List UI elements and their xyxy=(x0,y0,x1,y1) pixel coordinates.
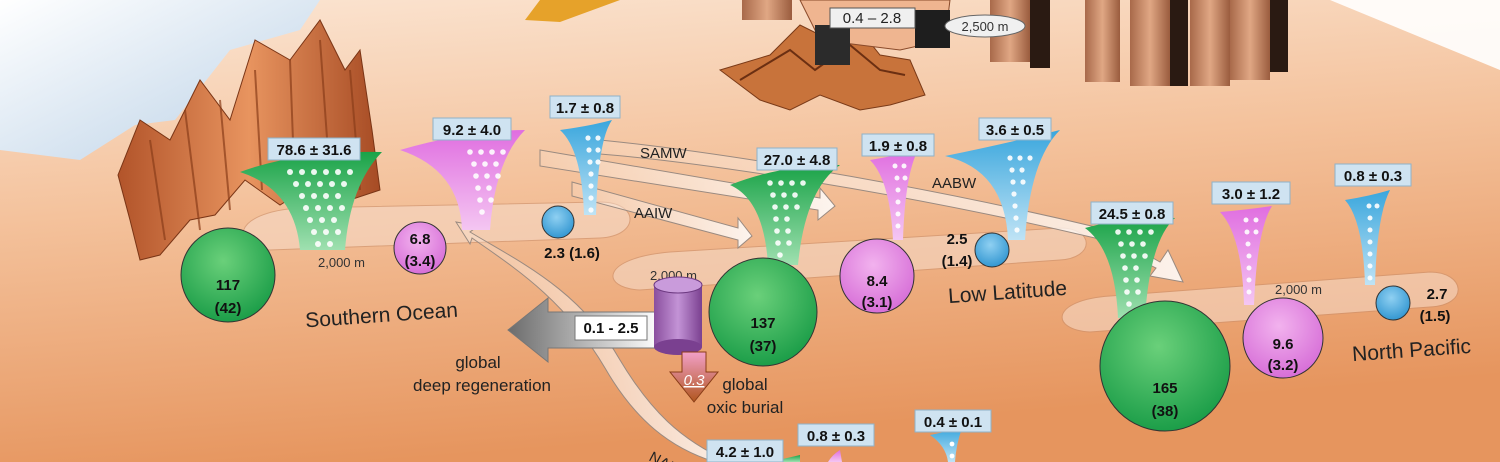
so-pink-pool-value: 6.8 xyxy=(410,231,431,248)
regeneration-label-line2: deep regeneration xyxy=(413,376,551,395)
na-green-flux: 4.2 ± 1.0 xyxy=(716,444,774,461)
ll-green-flux: 27.0 ± 4.8 xyxy=(764,152,831,169)
samw-label: SAMW xyxy=(640,145,688,162)
ll-blue-pool: 2.5 (1.4) xyxy=(942,231,1010,270)
np-green-pool: 165 (38) xyxy=(1099,300,1231,432)
so-blue-pool-value: 2.3 (1.6) xyxy=(544,245,600,262)
shelf-flux-value: 0.4 – 2.8 xyxy=(843,10,901,27)
np-pink-flux: 3.0 ± 1.2 xyxy=(1222,186,1280,203)
np-pink-pool: 9.6 (3.2) xyxy=(1242,297,1324,379)
so-pink-funnel xyxy=(400,130,525,230)
so-pink-pool-paren: (3.4) xyxy=(405,253,436,270)
ll-pink-pool-value: 8.4 xyxy=(867,273,889,290)
np-pink-funnel xyxy=(1220,206,1272,305)
np-green-funnel xyxy=(1085,217,1175,318)
np-pink-pool-paren: (3.2) xyxy=(1268,357,1299,374)
oxic-burial-arrow: 0.3 xyxy=(668,351,720,403)
so-green-pool-paren: (42) xyxy=(215,300,242,317)
np-blue-funnel xyxy=(1345,190,1390,285)
regeneration-flux-value: 0.1 - 2.5 xyxy=(583,320,638,337)
ll-pink-pool-paren: (3.1) xyxy=(862,294,893,311)
ll-blue-pool-value: 2.5 xyxy=(947,231,968,248)
ll-pink-pool: 8.4 (3.1) xyxy=(839,238,915,314)
burial-flux-value: 0.3 xyxy=(684,372,706,389)
so-blue-pool: 2.3 (1.6) xyxy=(541,205,600,262)
burial-label-line2: oxic burial xyxy=(707,398,784,417)
np-blue-pool-paren: (1.5) xyxy=(1420,308,1451,325)
burial-label-line1: global xyxy=(722,375,767,394)
ll-green-pool-paren: (37) xyxy=(750,338,777,355)
ll-pink-funnel xyxy=(870,150,918,240)
southern-ocean-cliff xyxy=(117,19,381,261)
background-corner xyxy=(1330,0,1500,70)
na-pink-flux: 0.8 ± 0.3 xyxy=(807,428,865,445)
so-green-funnel xyxy=(240,151,382,250)
np-green-pool-value: 165 xyxy=(1152,380,1177,397)
aaiw-arrow xyxy=(571,181,753,250)
ll-blue-funnel xyxy=(945,130,1060,240)
ll-pink-flux: 1.9 ± 0.8 xyxy=(869,138,927,155)
aabw-label: AABW xyxy=(932,175,977,192)
regeneration-label-line1: global xyxy=(455,353,500,372)
ll-blue-flux: 3.6 ± 0.5 xyxy=(986,122,1044,139)
so-green-particles xyxy=(287,169,353,247)
ll-green-pool: 137 (37) xyxy=(708,257,818,367)
ice-shelf xyxy=(0,0,320,160)
aaiw-label: AAIW xyxy=(634,205,673,222)
np-blue-pool: 2.7 (1.5) xyxy=(1375,285,1451,325)
shelf-flux-label: 0.4 – 2.8 2,500 m xyxy=(829,7,1026,38)
so-green-flux: 78.6 ± 31.6 xyxy=(277,142,352,159)
np-green-pool-paren: (38) xyxy=(1152,403,1179,420)
ll-green-funnel xyxy=(730,165,840,265)
np-depth-label: 2,000 m xyxy=(1275,282,1322,297)
ll-blue-pool-paren: (1.4) xyxy=(942,253,973,270)
so-pink-pool: 6.8 (3.4) xyxy=(393,221,447,275)
flux-labels: 78.6 ± 31.6 9.2 ± 4.0 1.7 ± 0.8 27.0 ± 4… xyxy=(267,95,1412,462)
so-pink-flux: 9.2 ± 4.0 xyxy=(443,122,501,139)
burial-cylinder xyxy=(653,276,703,355)
so-green-pool-value: 117 xyxy=(216,277,240,294)
np-green-flux: 24.5 ± 0.8 xyxy=(1099,206,1166,223)
aabw-arrow xyxy=(599,139,1184,283)
deep-regeneration-arrow: 0.1 - 2.5 xyxy=(507,296,661,364)
so-depth-label: 2,000 m xyxy=(318,255,365,270)
np-blue-pool-value: 2.7 xyxy=(1427,286,1448,303)
np-blue-flux: 0.8 ± 0.3 xyxy=(1344,168,1402,185)
na-blue-flux: 0.4 ± 0.1 xyxy=(924,414,982,431)
so-green-pool: 117 (42) xyxy=(180,227,276,323)
so-blue-funnel xyxy=(560,120,612,215)
ll-green-pool-value: 137 xyxy=(750,315,775,332)
shelf-depth-value: 2,500 m xyxy=(962,19,1009,34)
so-blue-flux: 1.7 ± 0.8 xyxy=(556,100,614,117)
np-pink-pool-value: 9.6 xyxy=(1273,336,1294,353)
